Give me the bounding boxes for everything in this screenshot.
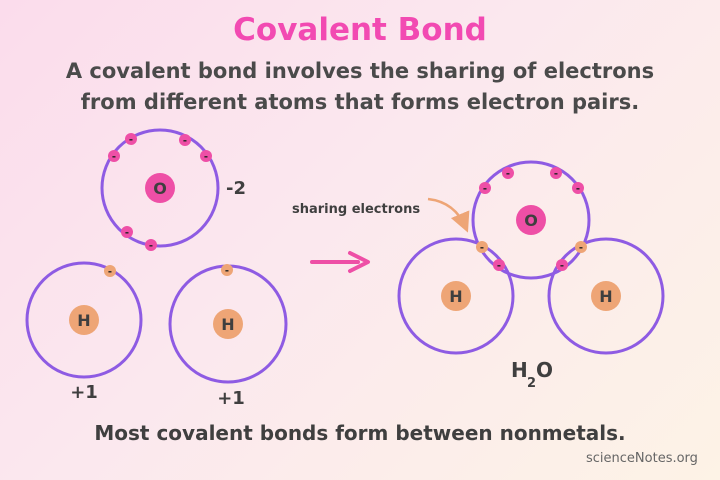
electron-sign: - <box>225 266 229 277</box>
electron-dot <box>572 182 584 194</box>
oxygen-electron: - <box>121 226 133 239</box>
electron-sign: - <box>554 169 558 180</box>
hydrogen-atom-left-2: H <box>168 264 288 384</box>
hydrogen-orbit <box>397 237 515 355</box>
hydrogen-orbit <box>547 237 665 355</box>
oxygen-electron: - <box>572 182 584 195</box>
electron-sign: - <box>108 267 112 278</box>
electron-sign: - <box>112 152 116 163</box>
hydrogen-atom-left-1: H <box>25 261 143 379</box>
page-title: Covalent Bond <box>233 12 487 48</box>
hydrogen-symbol: H <box>77 311 90 330</box>
hydrogen-nucleus <box>69 305 99 335</box>
hydrogen-electron: - <box>104 265 116 278</box>
formula-subscript: 2 <box>527 376 536 391</box>
oxygen-electron: - <box>179 134 191 147</box>
electron-dot <box>108 150 120 162</box>
electron-dot <box>502 167 514 179</box>
oxygen-electron: - <box>108 150 120 163</box>
electron-sign: - <box>483 184 487 195</box>
electron-sign: - <box>480 243 484 254</box>
hydrogen-symbol: H <box>599 287 612 306</box>
electron-dot <box>479 182 491 194</box>
electrons-layer: - - - - - - - - - - - - - - - - <box>104 133 587 278</box>
hydrogen-nucleus <box>441 281 471 311</box>
footer-note: Most covalent bonds form between nonmeta… <box>94 421 626 445</box>
credit-label: scienceNotes.org <box>586 451 698 466</box>
shared-electron: - <box>556 259 568 272</box>
shared-electron: - <box>575 241 587 254</box>
oxygen-electron: - <box>479 182 491 195</box>
hydrogen-electron: - <box>221 264 233 277</box>
electron-sign: - <box>149 241 153 252</box>
formula-h: H <box>511 358 528 382</box>
electron-sign: - <box>506 169 510 180</box>
oxygen-electron: - <box>502 167 514 180</box>
sharing-electrons-label: sharing electrons <box>292 202 420 217</box>
hydrogen-orbit <box>25 261 143 379</box>
oxygen-symbol: O <box>153 179 167 198</box>
electron-dot <box>200 150 212 162</box>
electron-dot <box>221 264 233 276</box>
arrow-head <box>348 251 370 273</box>
hydrogen-charge-label-2: +1 <box>217 388 245 409</box>
electron-sign: - <box>183 136 187 147</box>
oxygen-electron: - <box>125 133 137 146</box>
formula-o: O <box>536 358 553 382</box>
electron-sign: - <box>129 135 133 146</box>
page-subtitle: A covalent bond involves the sharing of … <box>65 59 655 114</box>
hydrogen-symbol: H <box>449 287 462 306</box>
water-molecule: O H H <box>397 160 665 355</box>
electron-sign: - <box>576 184 580 195</box>
electron-dot <box>145 239 157 251</box>
oxygen-orbit <box>471 160 591 280</box>
water-formula: H 2 O <box>511 358 553 391</box>
oxygen-electron: - <box>200 150 212 163</box>
electron-dot <box>179 134 191 146</box>
hydrogen-symbol: H <box>221 315 234 334</box>
oxygen-nucleus <box>145 173 175 203</box>
oxygen-charge-label: -2 <box>226 178 246 199</box>
electron-dot <box>550 167 562 179</box>
electron-dot <box>556 259 568 271</box>
shared-electron: - <box>476 241 488 254</box>
oxygen-electron: - <box>145 239 157 252</box>
reaction-arrow <box>310 251 370 273</box>
hydrogen-nucleus <box>213 309 243 339</box>
electron-sign: - <box>497 261 501 272</box>
electron-dot <box>493 259 505 271</box>
electron-dot <box>476 241 488 253</box>
oxygen-symbol: O <box>524 211 538 230</box>
shared-electron: - <box>493 259 505 272</box>
electron-sign: - <box>125 228 129 239</box>
electron-dot <box>575 241 587 253</box>
hydrogen-charge-label-1: +1 <box>70 382 98 403</box>
electron-dot <box>125 133 137 145</box>
oxygen-orbit <box>100 128 220 248</box>
oxygen-electron: - <box>550 167 562 180</box>
electron-sign: - <box>579 243 583 254</box>
hydrogen-nucleus <box>591 281 621 311</box>
oxygen-nucleus <box>516 205 546 235</box>
electron-dot <box>104 265 116 277</box>
sharing-pointer-arrow <box>427 197 470 233</box>
electron-dot <box>121 226 133 238</box>
electron-sign: - <box>560 261 564 272</box>
electron-sign: - <box>204 152 208 163</box>
oxygen-atom-left: O <box>100 128 220 248</box>
